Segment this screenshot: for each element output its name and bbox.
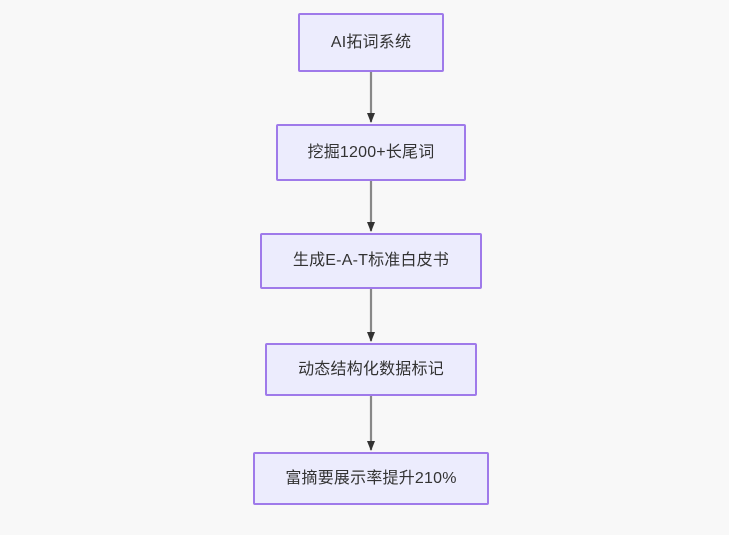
node-label: AI拓词系统 [330, 33, 412, 51]
flowchart-node-ai-keyword-system[interactable]: AI拓词系统 [298, 13, 444, 72]
node-label: 生成E-A-T标准白皮书 [292, 252, 450, 270]
flowchart-node-rich-snippet-impression-lift[interactable]: 富摘要展示率提升210% [253, 452, 489, 505]
node-label: 挖掘1200+长尾词 [307, 143, 435, 161]
flowchart-node-generate-eat-whitepaper[interactable]: 生成E-A-T标准白皮书 [260, 233, 482, 289]
flowchart-node-dynamic-structured-data-markup[interactable]: 动态结构化数据标记 [265, 343, 477, 396]
node-label: 富摘要展示率提升210% [285, 469, 457, 487]
flowchart-node-mine-longtail-keywords[interactable]: 挖掘1200+长尾词 [276, 124, 466, 181]
node-label: 动态结构化数据标记 [298, 360, 444, 378]
